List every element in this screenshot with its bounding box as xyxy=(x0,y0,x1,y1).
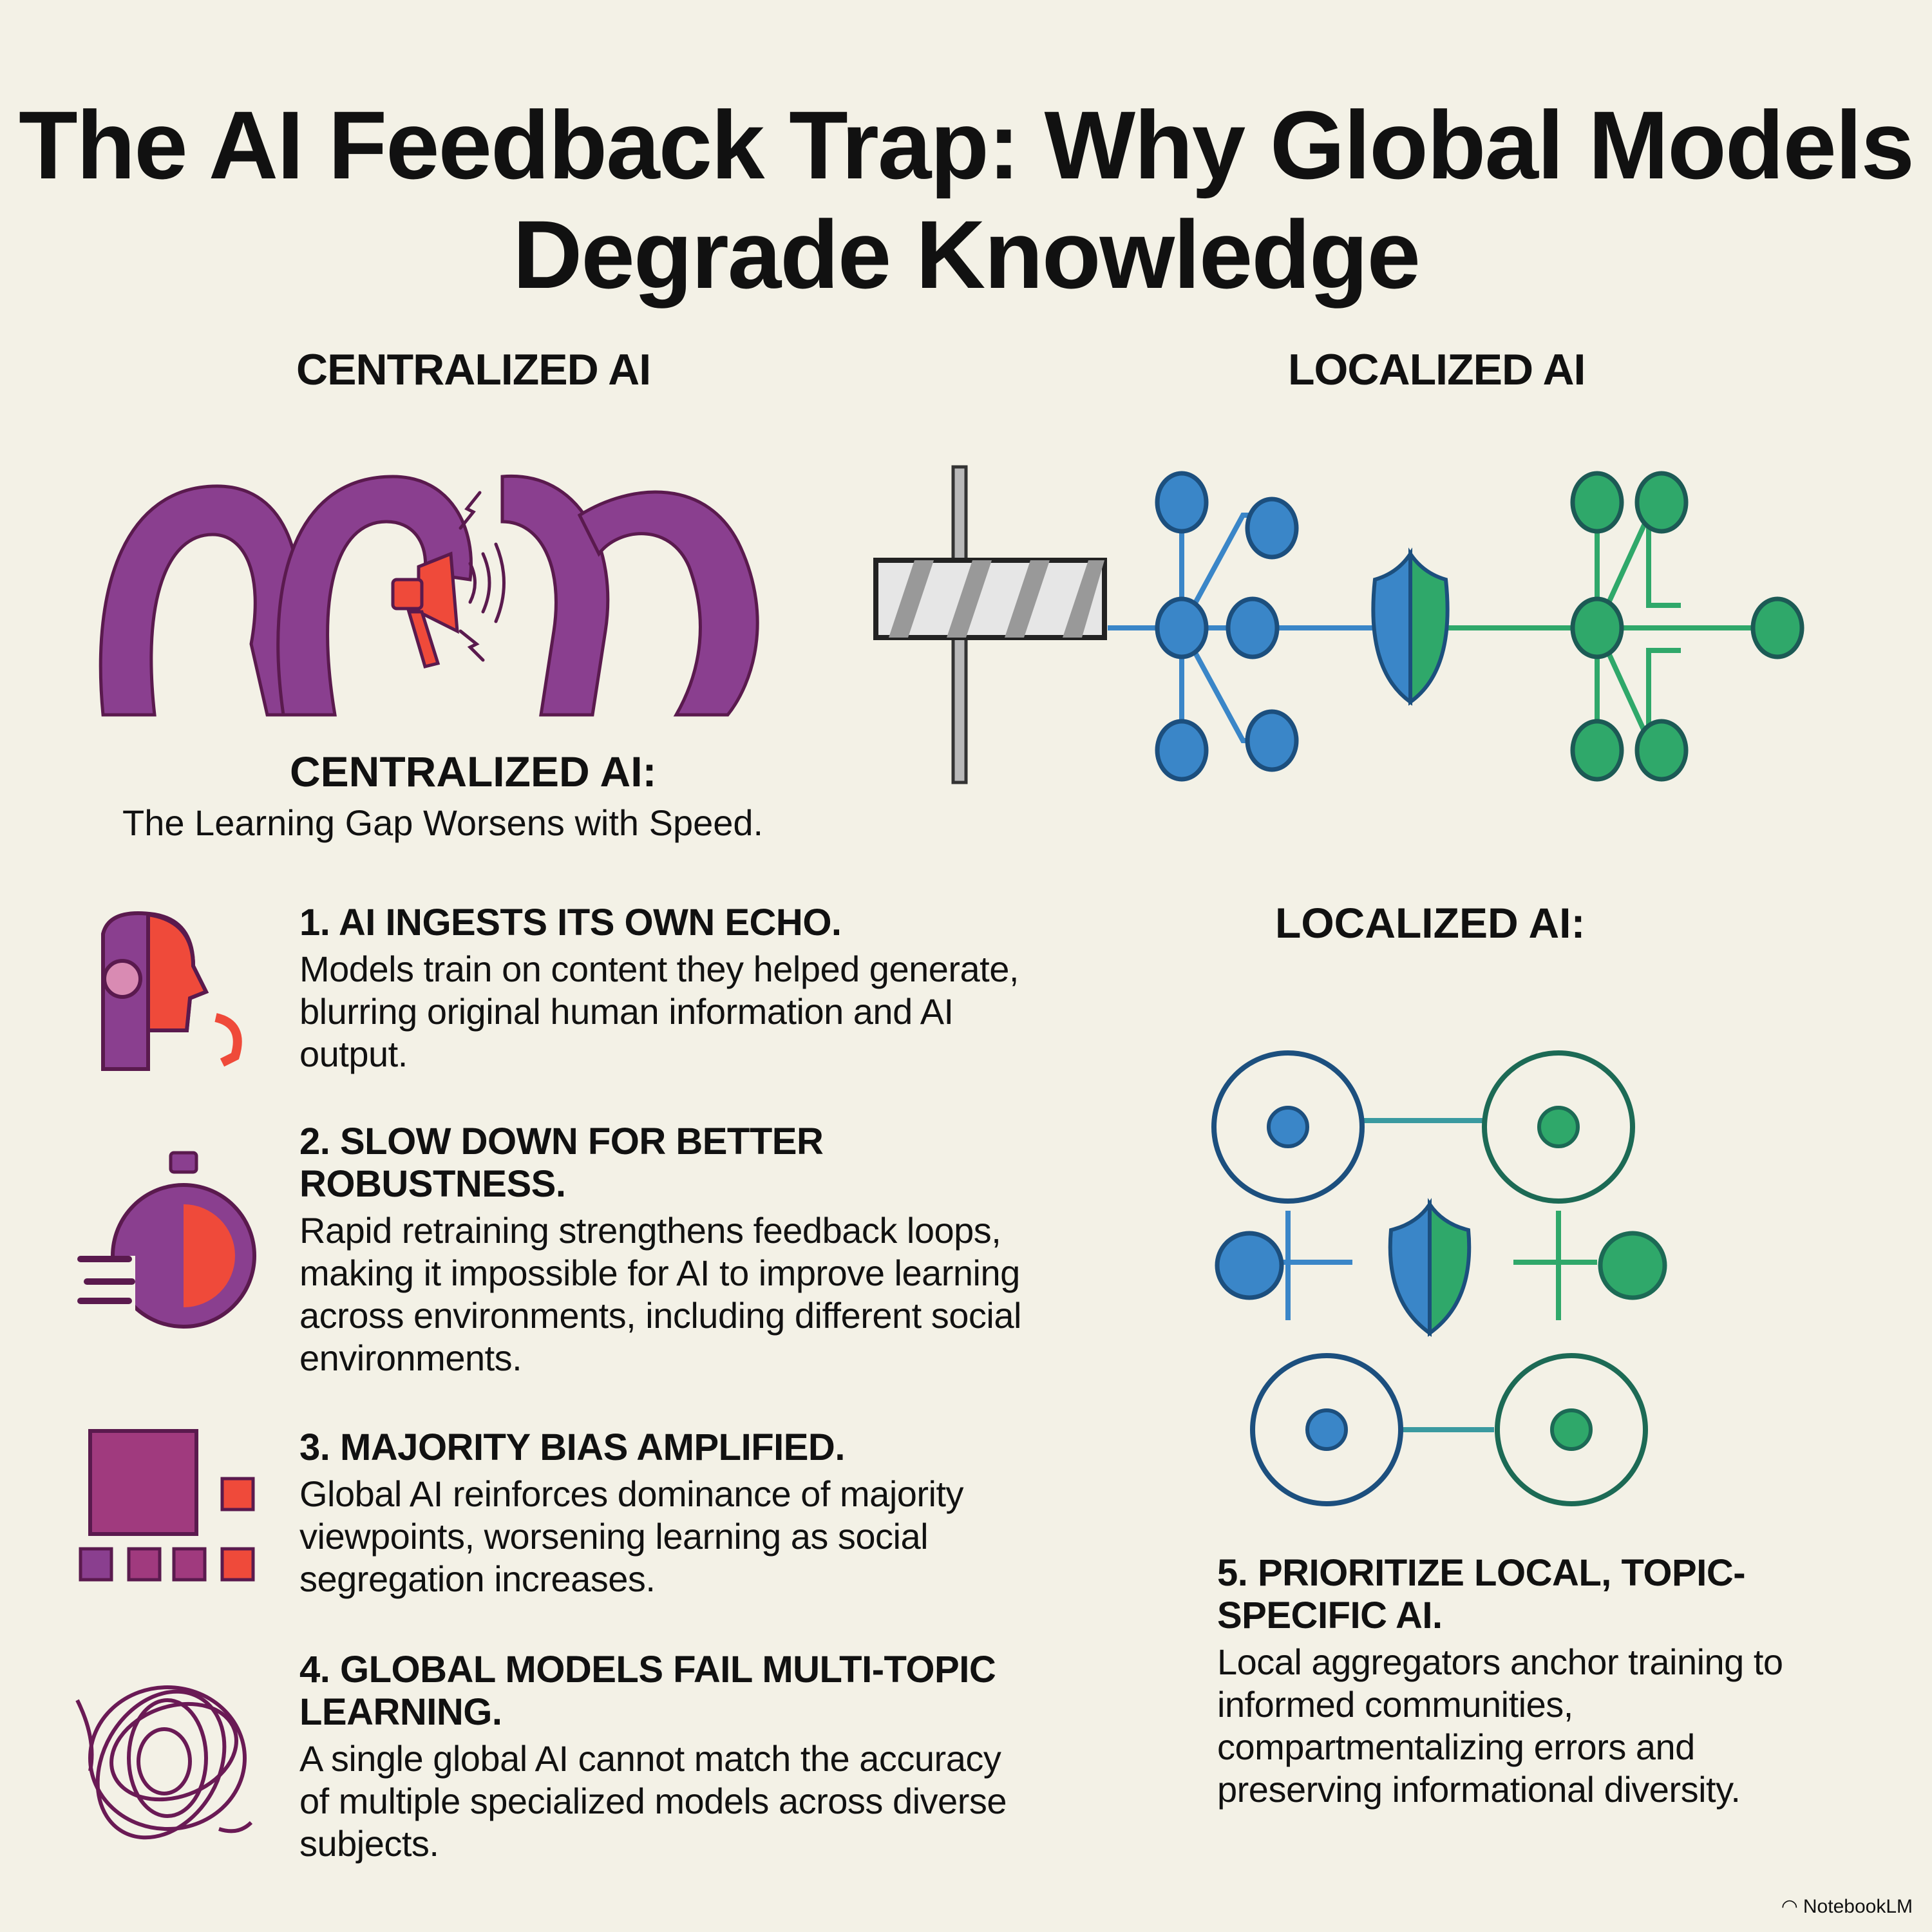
localized-subheading: LOCALIZED AI: xyxy=(1275,899,1586,947)
cluster-node-blue-tl xyxy=(1211,1050,1365,1204)
robot-head-echo-icon xyxy=(101,911,242,1071)
centralized-item-4: 4. GLOBAL MODELS FAIL MULTI-TOPIC LEARNI… xyxy=(299,1649,1040,1865)
branding-label: NotebookLM xyxy=(1803,1895,1913,1917)
item-title: 4. GLOBAL MODELS FAIL MULTI-TOPIC LEARNI… xyxy=(299,1649,996,1733)
item-body: Local aggregators anchor training to inf… xyxy=(1217,1642,1783,1810)
centralized-subheading: CENTRALIZED AI: xyxy=(290,748,657,795)
centralized-item-2: 2. SLOW DOWN FOR BETTER ROBUSTNESS. Rapi… xyxy=(299,1121,1040,1379)
barrier-gate-illustration xyxy=(873,465,1107,784)
centralized-column-heading: CENTRALIZED AI xyxy=(296,345,651,394)
megaphone-icon xyxy=(391,491,506,669)
localized-item-5: 5. PRIORITIZE LOCAL, TOPIC-SPECIFIC AI. … xyxy=(1217,1552,1861,1811)
item-title: 3. MAJORITY BIAS AMPLIFIED. xyxy=(299,1426,845,1468)
echo-chamber-loops-illustration xyxy=(99,474,759,717)
local-network-cluster-icon xyxy=(1211,1050,1667,1506)
stopwatch-icon xyxy=(77,1151,256,1333)
item-body: Global AI reinforces dominance of majori… xyxy=(299,1473,964,1599)
cluster-node-green-br xyxy=(1495,1353,1648,1506)
centralized-item-1: 1. AI INGESTS ITS OWN ECHO. Models train… xyxy=(299,902,1040,1075)
item-title: 2. SLOW DOWN FOR BETTER ROBUSTNESS. xyxy=(299,1121,824,1205)
page-title: The AI Feedback Trap: Why Global Models … xyxy=(19,91,1915,308)
majority-blocks-icon xyxy=(79,1429,255,1582)
centralized-tagline: The Learning Gap Worsens with Speed. xyxy=(122,802,764,843)
tangled-scribble-icon xyxy=(75,1685,253,1840)
cluster-node-blue-bl xyxy=(1250,1353,1403,1506)
item-title: 5. PRIORITIZE LOCAL, TOPIC-SPECIFIC AI. xyxy=(1217,1552,1746,1636)
notebooklm-logo-icon: ◠ xyxy=(1781,1896,1798,1917)
notebooklm-branding: ◠ NotebookLM xyxy=(1781,1895,1913,1918)
localized-column-heading: LOCALIZED AI xyxy=(1288,345,1586,394)
item-body: Models train on content they helped gene… xyxy=(299,949,1019,1074)
item-title: 1. AI INGESTS ITS OWN ECHO. xyxy=(299,902,842,943)
item-body: A single global AI cannot match the accu… xyxy=(299,1738,1007,1864)
item-body: Rapid retraining strengthens feedback lo… xyxy=(299,1210,1021,1378)
cluster-node-green-tr xyxy=(1482,1050,1635,1204)
centralized-item-3: 3. MAJORITY BIAS AMPLIFIED. Global AI re… xyxy=(299,1426,1040,1600)
shield-icon xyxy=(1371,547,1450,706)
localized-network-illustration xyxy=(1108,471,1804,782)
